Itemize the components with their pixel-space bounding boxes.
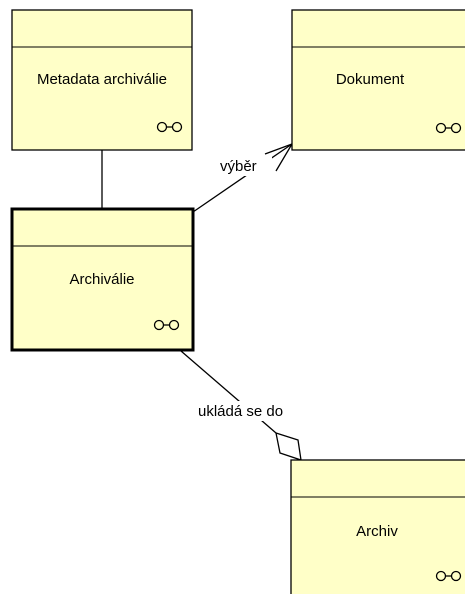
aggregation-diamond-icon — [275, 432, 302, 461]
connector-label-uklada-se-do: ukládá se do — [198, 403, 283, 420]
connector-label-vyber: výběr — [220, 158, 257, 175]
element-archiv[interactable]: Archiv — [290, 459, 465, 594]
element-archivalie[interactable]: Archiválie — [10, 207, 195, 352]
element-label: Archiválie — [69, 271, 134, 288]
binoculars-icon — [435, 122, 462, 134]
element-label: Dokument — [336, 71, 405, 88]
connector-archivalie-dokument[interactable] — [192, 142, 294, 213]
element-metadata-archivalie[interactable]: Metadata archiválie — [11, 9, 193, 151]
element-label: Archiv — [356, 523, 398, 540]
element-dokument[interactable]: Dokument — [291, 9, 465, 151]
binoculars-icon — [435, 570, 462, 582]
element-label: Metadata archiválie — [37, 71, 167, 88]
binoculars-icon — [156, 121, 183, 133]
binoculars-icon — [153, 319, 180, 331]
